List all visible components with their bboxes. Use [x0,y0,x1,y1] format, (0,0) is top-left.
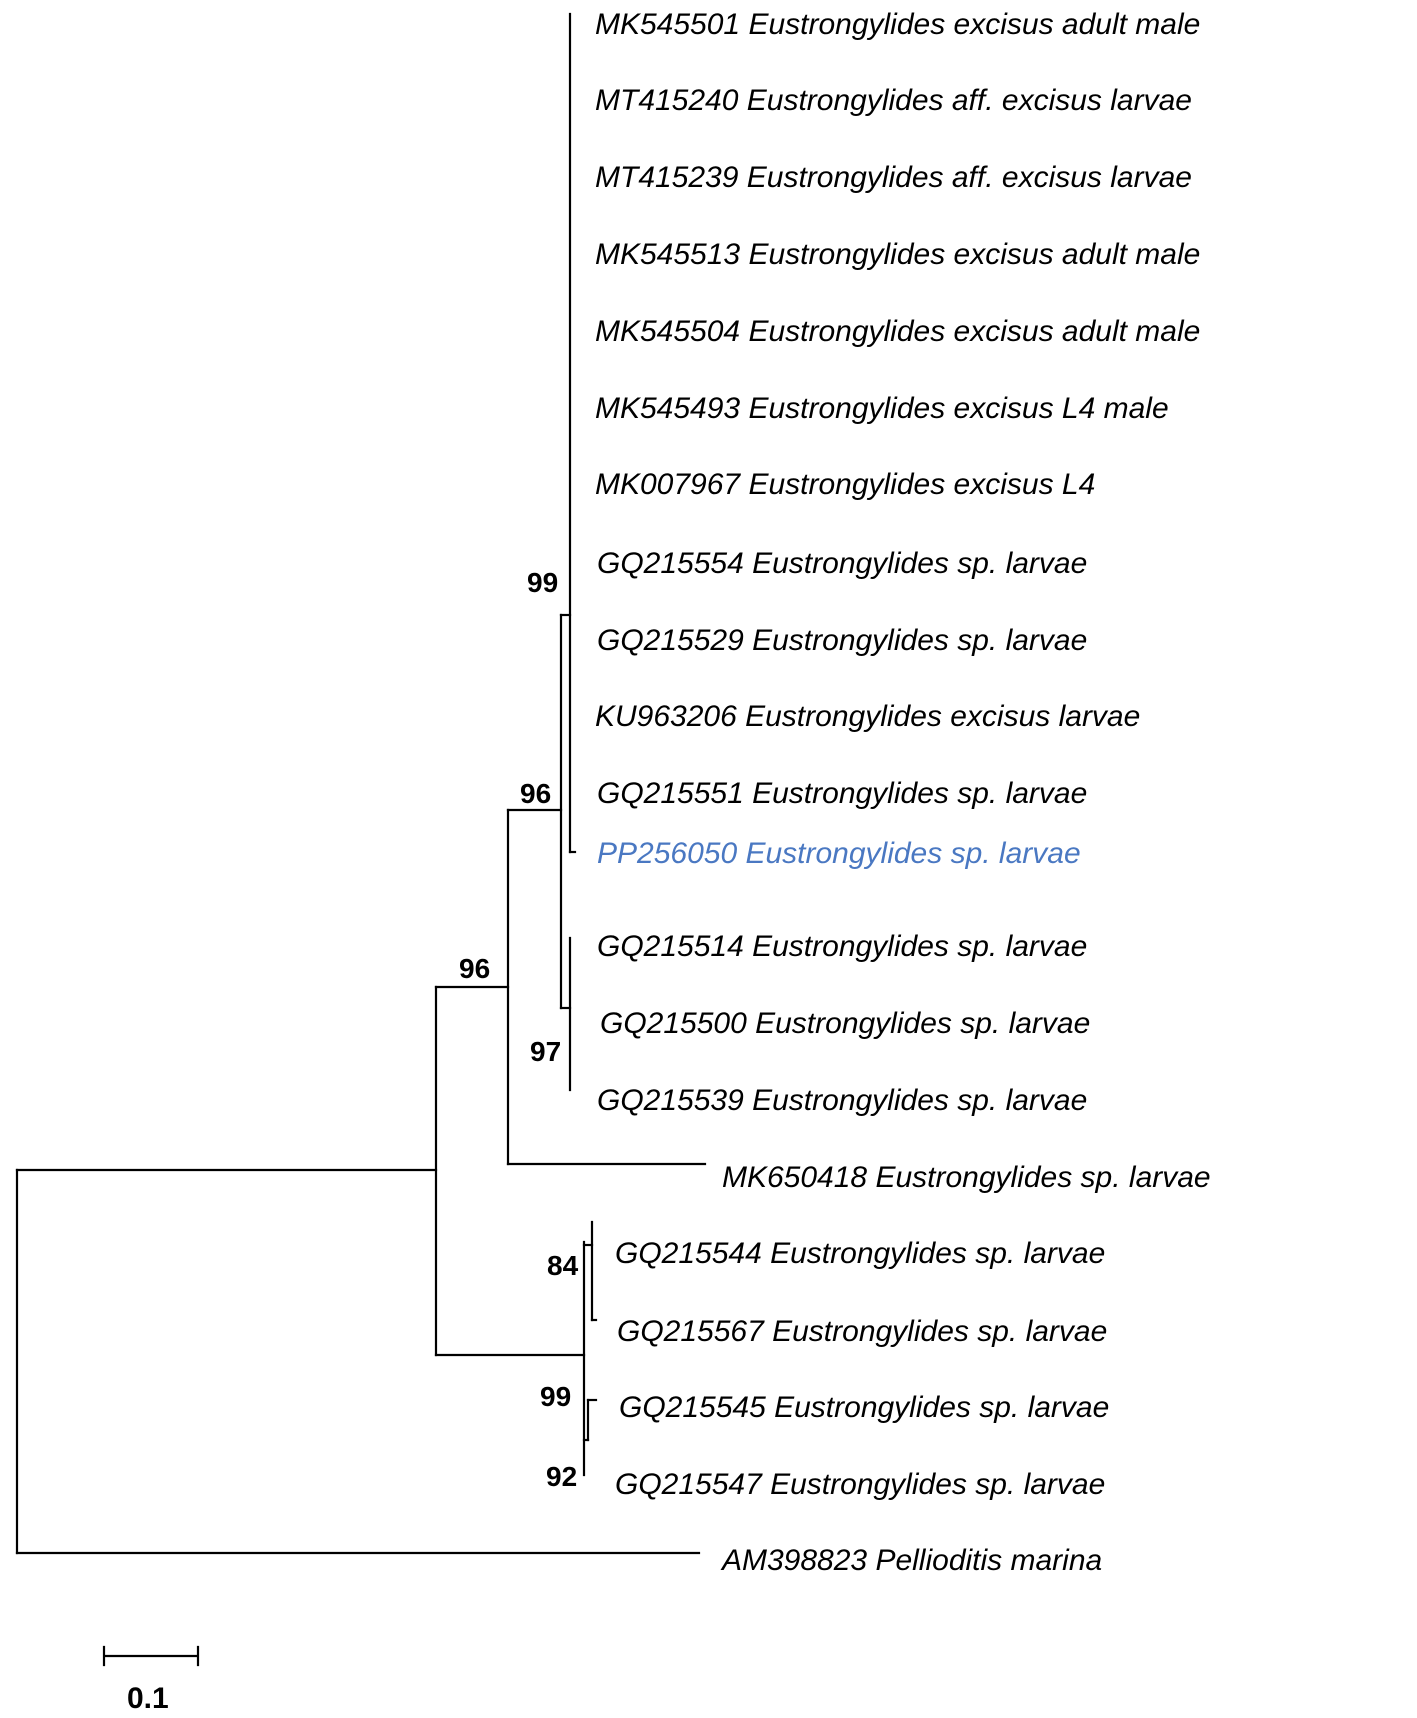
taxon-label: KU963206 Eustrongylides excisus larvae [595,700,1140,733]
bootstrap-label: 99 [540,1381,571,1412]
bootstrap-label: 99 [527,567,558,598]
taxon-label: GQ215539 Eustrongylides sp. larvae [597,1084,1087,1117]
scale-bar: 0.1 [102,1645,200,1715]
taxon-label: GQ215554 Eustrongylides sp. larvae [597,547,1087,580]
bootstrap-label: 96 [520,778,551,809]
taxon-label: GQ215529 Eustrongylides sp. larvae [597,624,1087,657]
tree-branches [15,12,707,1555]
taxon-label: GQ215545 Eustrongylides sp. larvae [619,1391,1109,1424]
bootstrap-label: 92 [546,1461,577,1492]
scale-bar-line [102,1645,200,1667]
taxon-label: MK545493 Eustrongylides excisus L4 male [595,392,1169,425]
taxon-label: MK650418 Eustrongylides sp. larvae [722,1161,1211,1194]
taxon-label: MK545501 Eustrongylides excisus adult ma… [595,8,1200,41]
taxon-labels: MK545501 Eustrongylides excisus adult ma… [595,8,1211,1577]
taxon-label: GQ215514 Eustrongylides sp. larvae [597,930,1087,963]
bootstrap-label: 96 [459,953,490,984]
taxon-label: GQ215547 Eustrongylides sp. larvae [615,1468,1105,1501]
taxon-label: GQ215544 Eustrongylides sp. larvae [615,1237,1105,1270]
taxon-label-highlighted: PP256050 Eustrongylides sp. larvae [597,837,1081,870]
taxon-label: MT415240 Eustrongylides aff. excisus lar… [595,84,1192,117]
taxon-label: GQ215567 Eustrongylides sp. larvae [617,1315,1107,1348]
taxon-label: GQ215500 Eustrongylides sp. larvae [600,1007,1090,1040]
taxon-label: GQ215551 Eustrongylides sp. larvae [597,777,1087,810]
taxon-label: MK007967 Eustrongylides excisus L4 [595,468,1095,501]
taxon-label: MT415239 Eustrongylides aff. excisus lar… [595,161,1192,194]
bootstrap-values: 99 96 96 97 84 99 92 [459,567,579,1492]
taxon-label: MK545513 Eustrongylides excisus adult ma… [595,238,1200,271]
taxon-label: AM398823 Pellioditis marina [720,1544,1102,1577]
bootstrap-label: 97 [530,1036,561,1067]
taxon-label: MK545504 Eustrongylides excisus adult ma… [595,315,1200,348]
scale-bar-label: 0.1 [127,1682,169,1715]
bootstrap-label: 84 [547,1250,579,1281]
